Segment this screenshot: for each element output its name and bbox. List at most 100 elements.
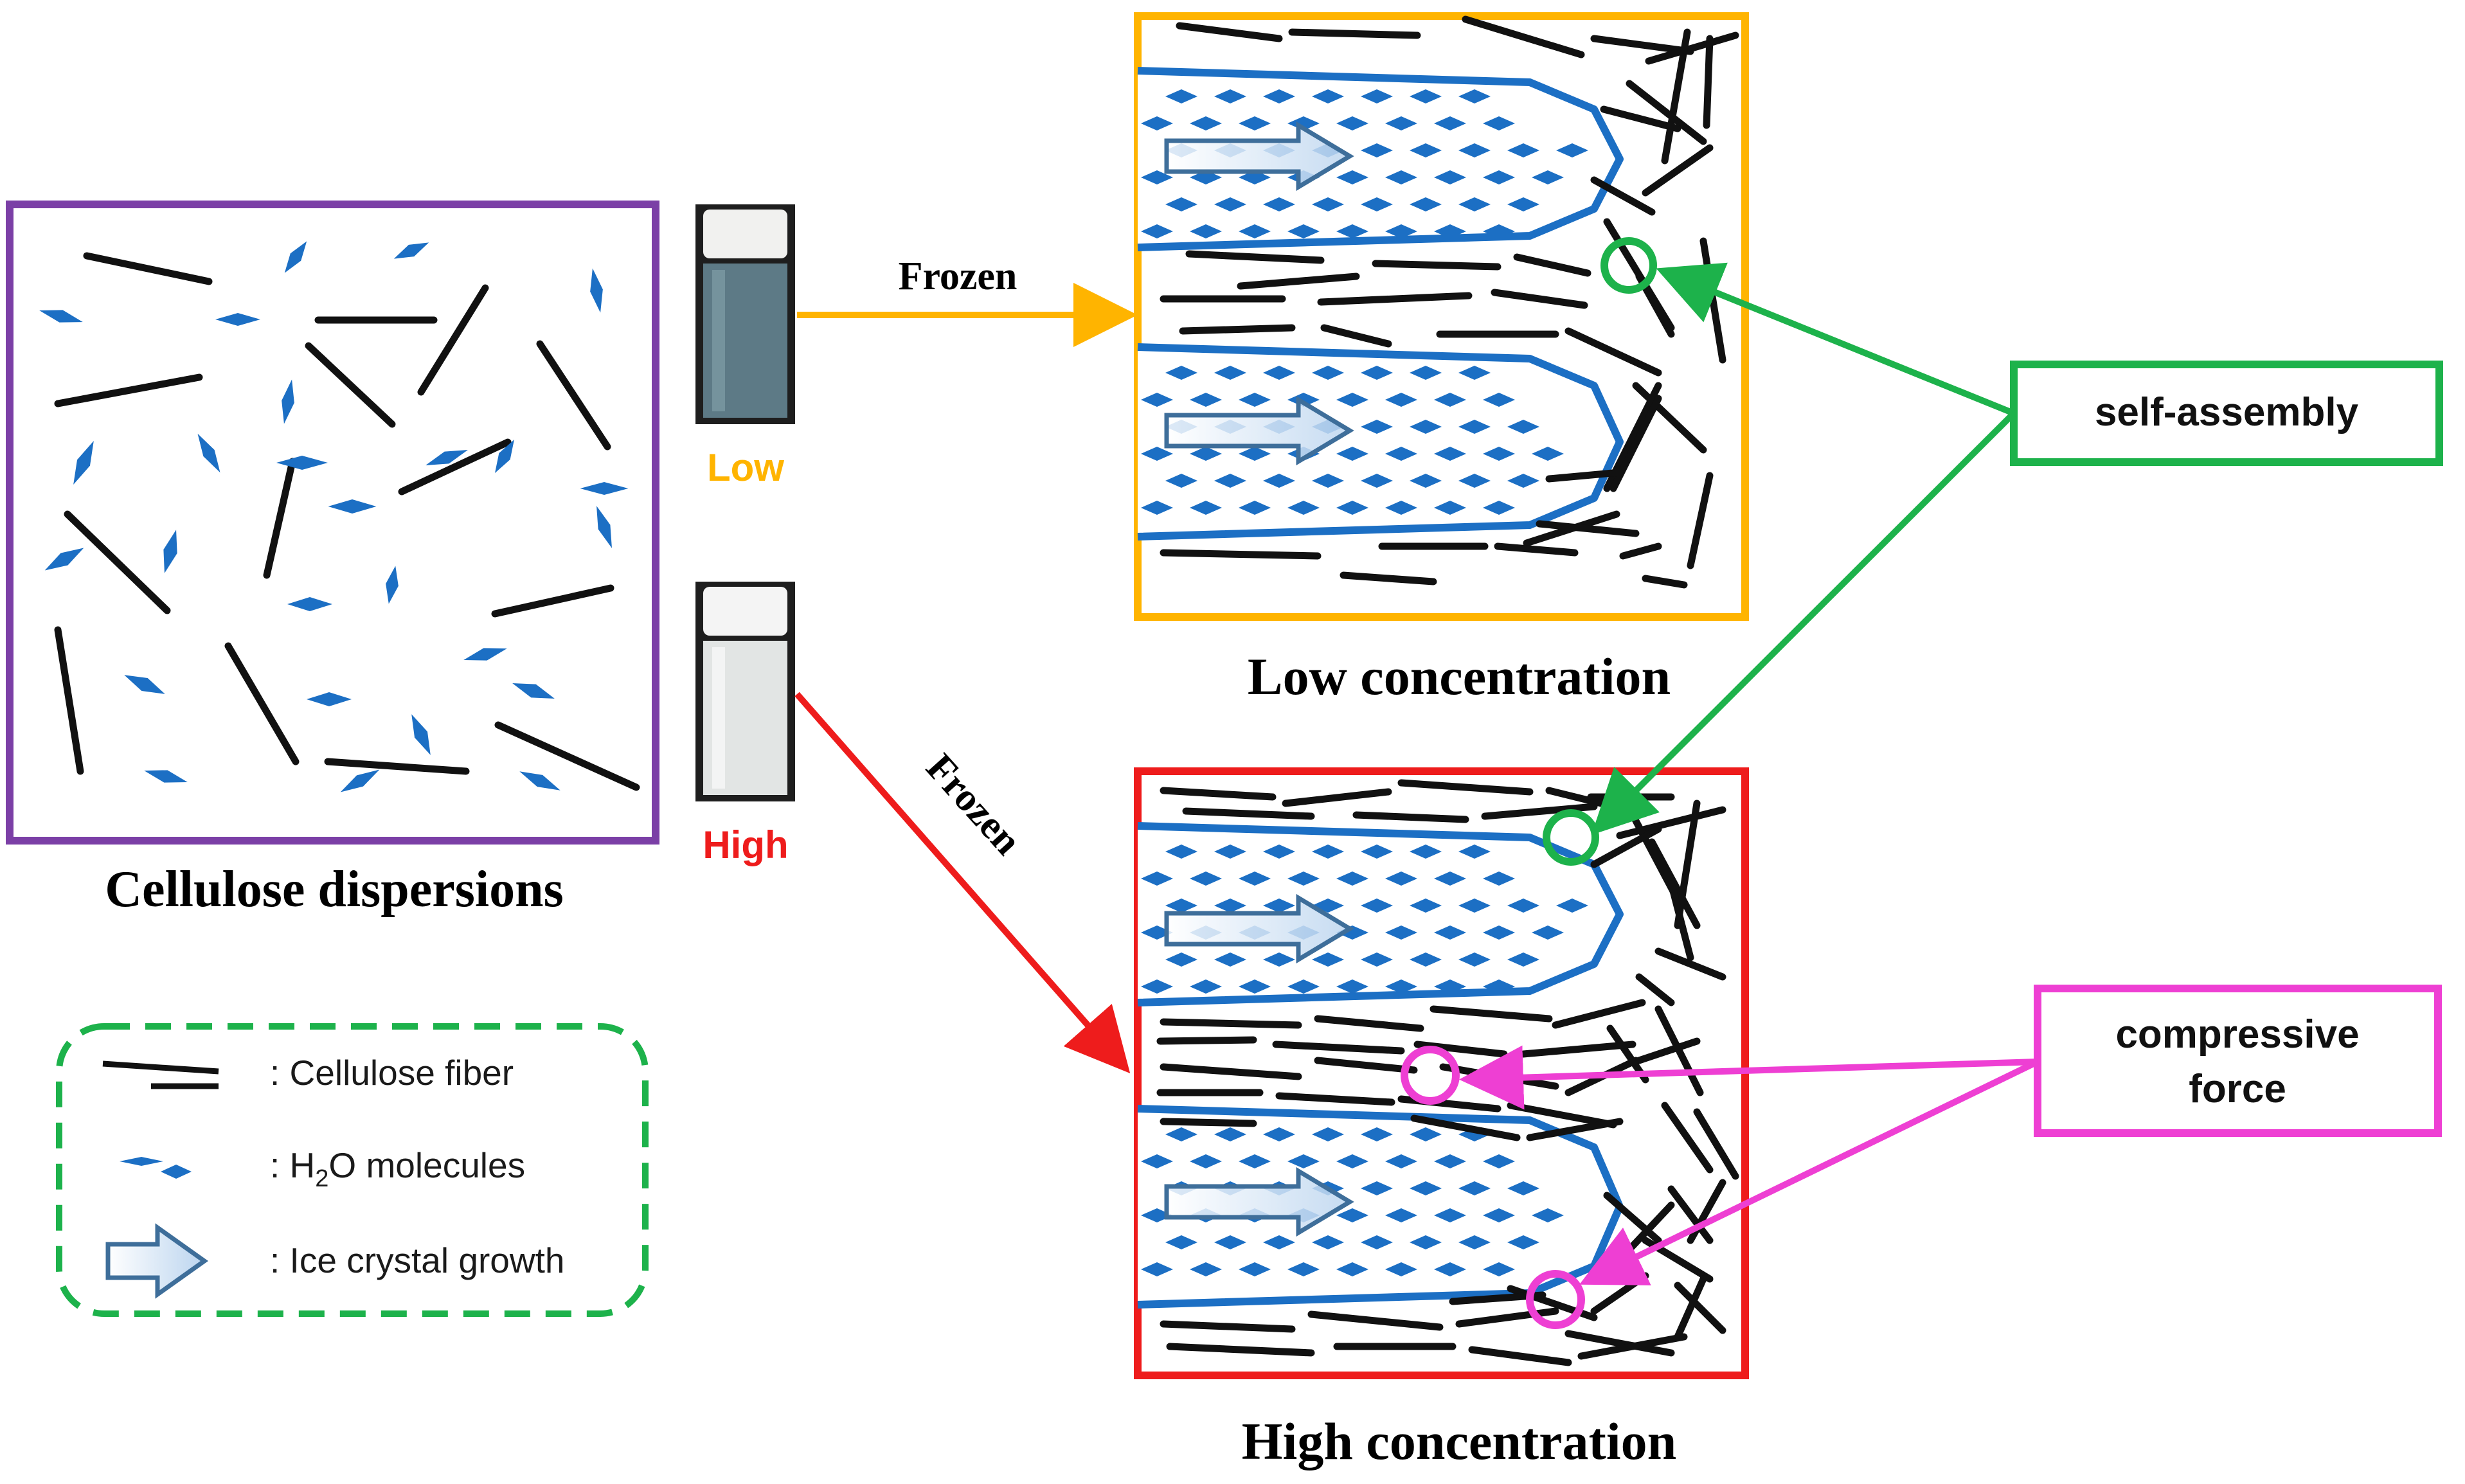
ice-lattice-molecule [1410,1235,1442,1249]
cellulose-fiber [1674,1275,1707,1341]
ice-lattice-molecule [1165,845,1197,859]
ice-lattice-molecule [1361,366,1393,380]
legend-fiber-icon [102,1060,219,1089]
cellulose-fiber [1455,1307,1559,1328]
ice-lattice-molecule [1385,447,1417,461]
ice-lattice-molecule [1263,952,1295,967]
ice-lattice-molecule [1385,1262,1417,1276]
ice-lattice-molecule [1141,224,1173,238]
ice-lattice-molecule [1336,1154,1368,1168]
cellulose-fiber [1314,1057,1418,1074]
cellulose-fiber [1468,1346,1572,1366]
ice-lattice-molecule [1190,116,1222,130]
cellulose-fiber [1619,542,1662,560]
ice-lattice-molecule [1336,872,1368,886]
high-concentration-label: High concentration [1242,1412,1676,1471]
cellulose-fiber [54,626,84,775]
ice-lattice-molecule [1336,393,1368,407]
cellulose-fiber [1320,324,1392,348]
cellulose-fiber [398,438,512,496]
cellulose-fiber [1275,1092,1395,1106]
ice-lattice-molecule [1190,501,1222,515]
cellulose-fiber [1491,289,1588,309]
vial-low-label: Low [707,446,784,489]
ice-lattice-molecule [1361,197,1393,211]
ice-lattice-molecule [1458,366,1491,380]
self-assembly-arrow-high [1591,411,2016,836]
h2o-molecule [276,456,328,470]
ice-lattice-molecule [1458,952,1491,967]
cellulose-fiber [1635,973,1675,1006]
cellulose-fiber [1513,253,1591,277]
ice-lattice-molecule [1532,1208,1564,1222]
ice-lattice-molecule [1287,116,1320,130]
self-assembly-marker-low [1600,237,1657,294]
low-concentration-label: Low concentration [1248,647,1671,706]
dispersions-label: Cellulose dispersions [105,861,563,918]
ice-lattice-molecule [1507,898,1539,913]
ice-lattice-molecule [1312,1127,1344,1141]
ice-lattice-molecule [1458,420,1491,434]
ice-lattice-molecule [1361,845,1393,859]
ice-lattice-molecule [1336,224,1368,238]
ice-lattice-molecule [1263,1235,1295,1249]
ice-lattice-molecule [1385,224,1417,238]
cellulose-fiber [1693,1108,1739,1180]
ice-lattice-molecule [1458,898,1491,913]
cellulose-fiber [491,584,614,618]
ice-lattice-molecule [1263,898,1295,913]
cellulose-fiber [1160,787,1277,801]
ice-lattice-molecule [1336,1208,1368,1222]
ice-lattice-molecule [1165,89,1197,103]
ice-lattice-molecule [1410,197,1442,211]
ice-lattice-molecule [1214,952,1246,967]
ice-lattice-molecule [1483,1208,1515,1222]
ice-lattice-molecule [1141,393,1173,407]
ice-lattice-molecule [1190,1154,1222,1168]
ice-lattice-molecule [1239,501,1271,515]
h2o-molecule [596,506,612,548]
h2o-molecule [340,769,380,792]
ice-lattice-molecule [1287,501,1320,515]
ice-lattice-molecule [1336,1262,1368,1276]
frozen-label-high: Frozen [918,746,1030,863]
ice-lattice-molecule [1385,393,1417,407]
cellulose-fiber [1237,273,1360,290]
cellulose-fiber [1160,1320,1296,1333]
h2o-molecule [284,241,307,273]
ice-lattice-molecule [1190,1262,1222,1276]
cellulose-fiber [1626,80,1707,145]
ice-crystal-outline [1137,67,1624,251]
ice-lattice-molecule [1287,872,1320,886]
ice-crystal-body [1138,71,1620,247]
h2o-molecule [386,566,399,604]
cellulose-fiber [64,510,171,614]
ice-lattice-molecule [1458,1235,1491,1249]
cellulose-fiber [1536,520,1640,537]
ice-lattice-molecule [1361,1235,1393,1249]
ice-lattice-molecule [1165,474,1197,488]
ice-lattice-molecule [1410,143,1442,157]
ice-lattice-molecule [1312,89,1344,103]
h2o-molecule [44,548,84,571]
ice-lattice-molecule [1141,979,1173,994]
ice-lattice-molecule [1361,474,1393,488]
ice-lattice-molecule [1434,116,1466,130]
cellulose-fiber [1317,292,1473,306]
ice-lattice-molecule [1361,898,1393,913]
ice-lattice-molecule [1287,979,1320,994]
ice-lattice-molecule [1361,1181,1393,1195]
ice-lattice-molecule [1312,366,1344,380]
dispersion-fibers [54,252,640,791]
cellulose-fiber [1667,1185,1714,1244]
ice-lattice-molecule [1312,1235,1344,1249]
self-assembly-arrow-low [1656,262,2015,416]
ice-lattice-molecule [1458,143,1491,157]
ice-lattice-molecule [1263,1127,1295,1141]
ice-lattice-molecule [1385,1154,1417,1168]
self-assembly-label: self-assembly [2095,390,2359,434]
cellulose-fiber [1410,1114,1521,1141]
h2o-molecule [124,675,165,694]
